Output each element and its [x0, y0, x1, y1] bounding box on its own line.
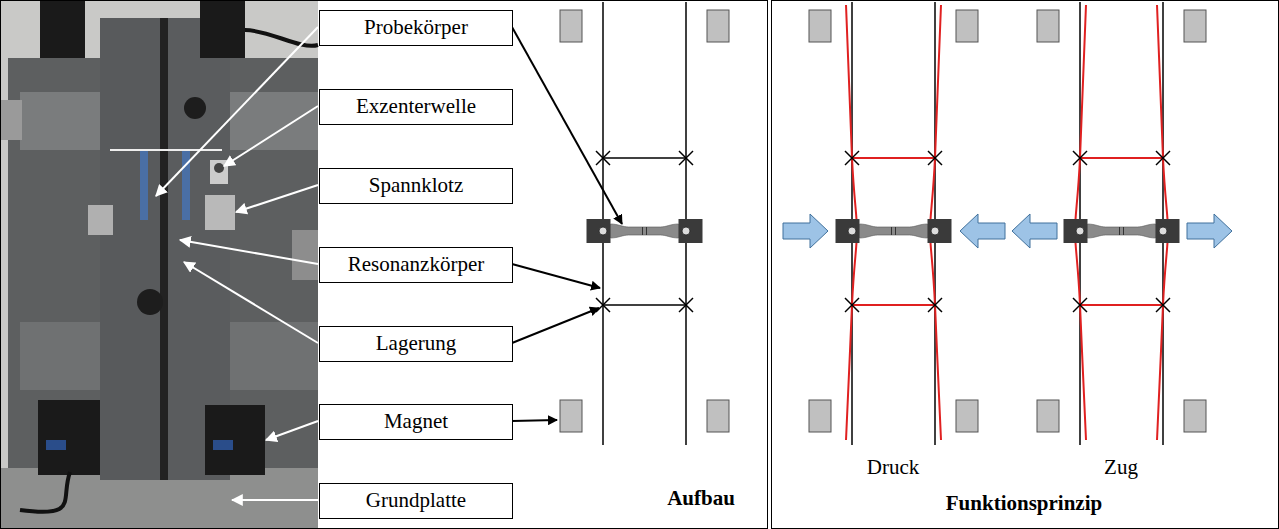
label-box: Resonanzkörper	[319, 247, 513, 283]
label-box: Lagerung	[319, 326, 513, 362]
setup-leaders	[512, 27, 622, 421]
part-name: Magnet	[384, 410, 448, 433]
part-name: Resonanzkörper	[348, 253, 484, 276]
part-name: Exzenterwelle	[356, 95, 476, 118]
photo	[0, 0, 318, 529]
label-box: Magnet	[319, 404, 513, 440]
label-box: Spannklotz	[319, 168, 513, 204]
photo-leaders	[156, 27, 318, 500]
principle-panel: Funktionsprinzip	[771, 0, 1279, 529]
part-name: Probekörper	[364, 16, 468, 39]
label-box: Probekörper	[319, 10, 513, 46]
label-box: Exzenterwelle	[319, 89, 513, 125]
part-name: Spannklotz	[369, 174, 464, 197]
load-case-label: Druck	[867, 456, 919, 479]
panel-title: Aufbau	[667, 487, 735, 510]
part-name: Grundplatte	[366, 489, 466, 512]
load-case-label: Zug	[1104, 456, 1138, 479]
panel-title: Funktionsprinzip	[946, 492, 1102, 515]
compression-schematic	[783, 2, 1005, 445]
tension-schematic	[1012, 2, 1232, 445]
label-box: Grundplatte	[319, 483, 513, 519]
setup-schematic	[560, 2, 729, 445]
part-name: Lagerung	[376, 332, 456, 355]
setup-panel: Aufbau ProbekörperExzenterwelleSpannklotz…	[0, 0, 768, 529]
